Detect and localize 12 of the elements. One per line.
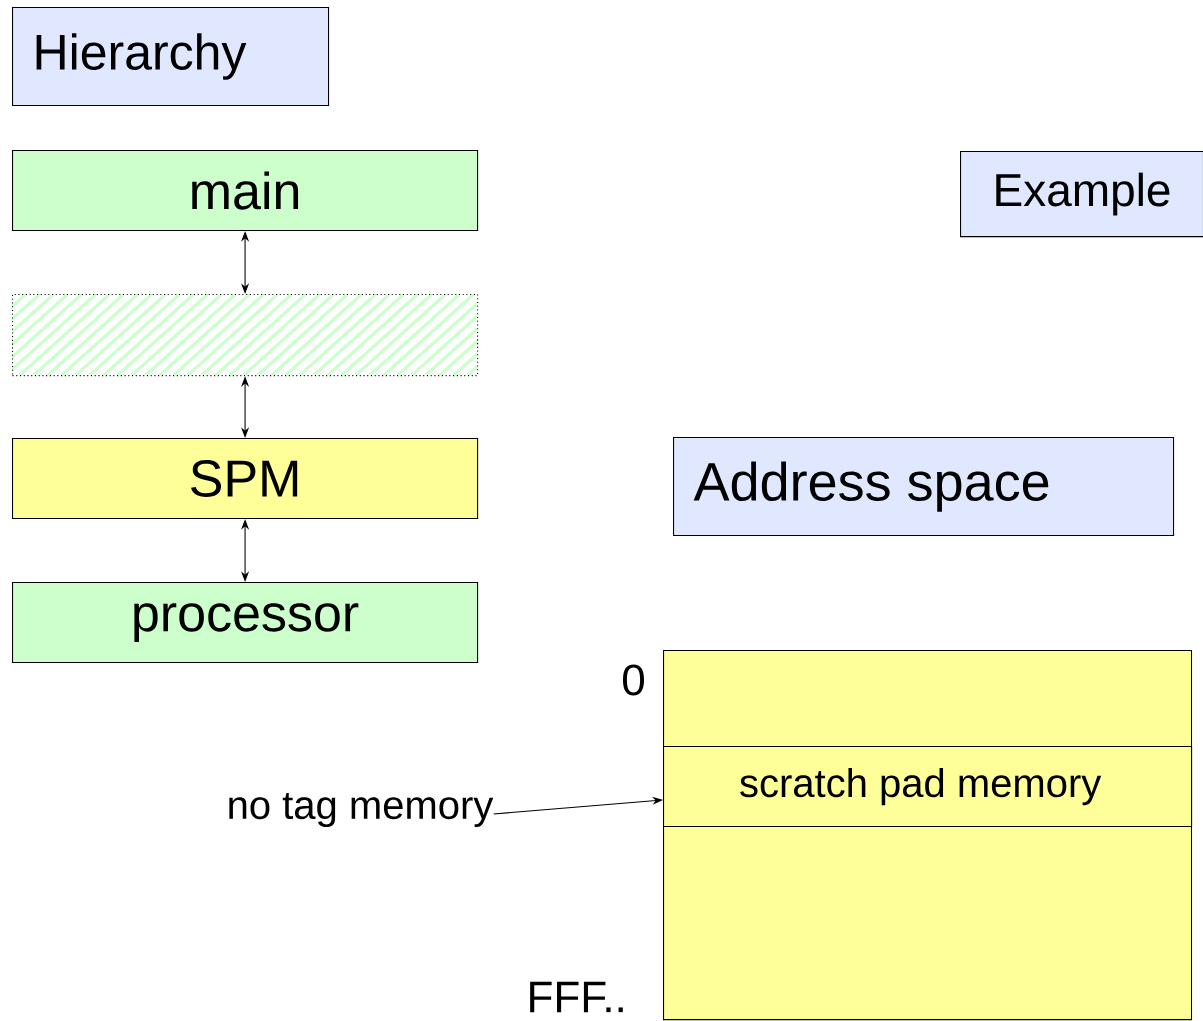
memory-segment: scratch pad memory [663, 746, 1193, 828]
memory-box: SPM [12, 438, 479, 520]
processor-box: processor [12, 582, 479, 664]
address-label: FFF.. [530, 981, 623, 1013]
arrow [493, 796, 663, 815]
address-label: 0 [623, 664, 644, 696]
heading-box: Example [960, 151, 1203, 238]
annotation-text: no tag memory [229, 792, 494, 828]
hatched-box [12, 294, 479, 377]
heading-box: Hierarchy [12, 7, 330, 107]
heading-box: Address space [673, 437, 1175, 537]
memory-box: main [12, 150, 479, 232]
